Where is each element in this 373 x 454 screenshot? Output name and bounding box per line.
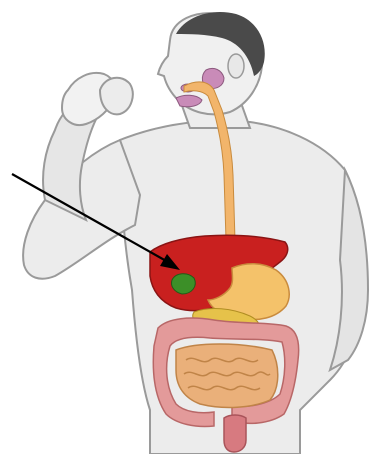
gallbladder [171,274,195,294]
ear [228,54,244,78]
food-item [100,78,133,115]
rectum [224,415,246,452]
small-intestine [176,344,278,407]
